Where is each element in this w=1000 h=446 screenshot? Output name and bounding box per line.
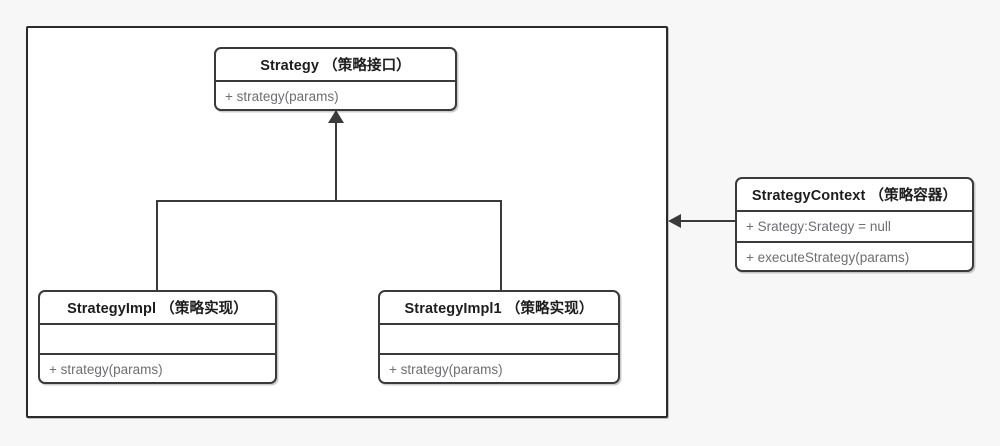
generalization-arrowhead-icon — [328, 110, 344, 123]
class-box-strategy-impl1[interactable]: StrategyImpl1 （策略实现） + strategy(params) — [378, 290, 620, 384]
class-title-strategy-impl: StrategyImpl （策略实现） — [67, 301, 248, 317]
class-box-strategy[interactable]: Strategy （策略接口） + strategy(params) — [214, 47, 457, 111]
class-separator — [380, 323, 618, 325]
generalization-stem-line — [335, 123, 337, 201]
class-attributes-strategy-impl1 — [380, 325, 618, 353]
generalization-horizontal-line — [156, 200, 502, 202]
class-title-strategy: Strategy （策略接口） — [260, 58, 411, 74]
class-separator — [40, 323, 275, 325]
generalization-branch-right-line — [500, 200, 502, 291]
class-separator — [737, 210, 972, 212]
class-method-strategy: + strategy(params) — [225, 89, 339, 104]
class-separator — [216, 80, 455, 82]
class-separator — [40, 353, 275, 355]
class-method-strategy-impl: + strategy(params) — [49, 362, 163, 377]
class-title-strategy-context: StrategyContext （策略容器） — [751, 188, 958, 204]
context-association-line — [680, 220, 737, 222]
class-title-strategy-impl1: StrategyImpl1 （策略实现） — [404, 301, 594, 317]
class-separator — [380, 353, 618, 355]
class-box-strategy-context[interactable]: StrategyContext （策略容器） + Srategy:Srategy… — [735, 177, 974, 272]
generalization-branch-left-line — [156, 200, 158, 291]
class-separator — [737, 241, 972, 243]
context-association-arrowhead-icon — [668, 214, 681, 228]
class-method-strategy-context: + executeStrategy(params) — [746, 250, 910, 265]
class-attribute-strategy-context: + Srategy:Srategy = null — [746, 219, 891, 234]
class-attributes-strategy-impl — [40, 325, 275, 353]
class-box-strategy-impl[interactable]: StrategyImpl （策略实现） + strategy(params) — [38, 290, 277, 384]
class-method-strategy-impl1: + strategy(params) — [389, 362, 503, 377]
